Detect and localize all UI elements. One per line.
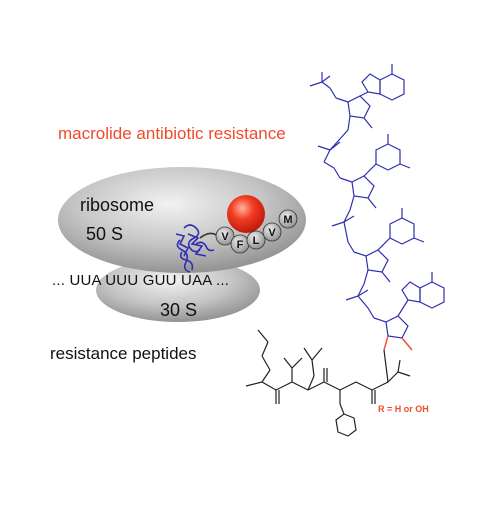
antibiotic-sphere [227,195,265,233]
peptide-chain [245,329,411,437]
nucleotide-chain [309,64,445,339]
peptide-bead-2: F [230,234,250,254]
residue-label-4: V [268,227,276,239]
resistance-peptides-label: resistance peptides [50,344,197,363]
peptide-bead-3: L [246,230,266,250]
mrna-sequence-label: ... UUA UUU GUU UAA ... [52,272,230,289]
large-subunit-label: 50 S [86,224,124,244]
peptide-bead-5: M [278,209,298,229]
small-subunit-label: 30 S [160,300,198,320]
residue-label-3: L [253,235,260,247]
residue-label-1: V [221,231,229,243]
residue-label-2: F [237,239,244,251]
title-label: macrolide antibiotic resistance [58,124,286,143]
ribosome-small-subunit [96,258,260,322]
ribosome-label: ribosome [80,195,155,215]
r-group-note: R = H or OH [378,404,429,414]
ester-linkage [383,335,413,351]
peptide-bead-4: V [262,222,282,242]
peptide-bead-1: V [215,226,235,246]
residue-label-5: M [283,214,292,226]
trna-icon [175,224,215,273]
